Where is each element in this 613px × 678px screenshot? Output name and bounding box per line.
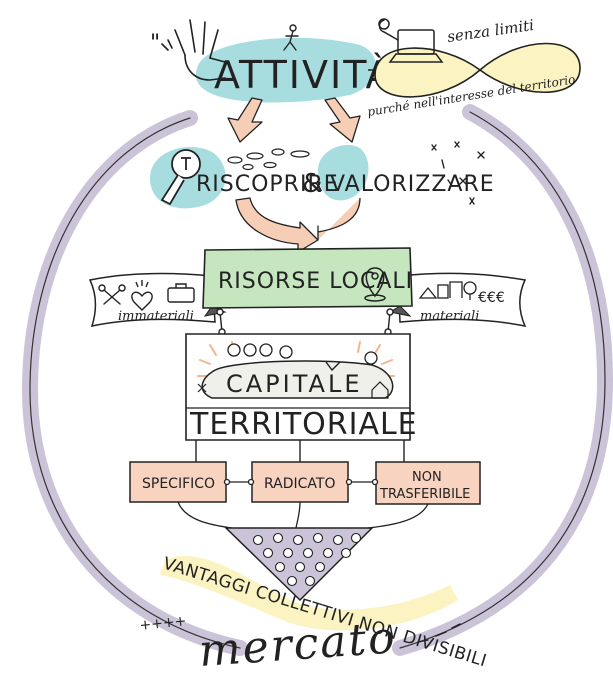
speech-dots: [227, 148, 310, 171]
tools-icon: [98, 284, 126, 305]
runner-icon: [283, 24, 299, 51]
heart-icon: [131, 280, 153, 311]
risorse-text: RISORSE LOCALI: [218, 269, 413, 294]
attribute-box-non-trasferibile: [375, 461, 481, 505]
infinity-text-top: senza limiti: [446, 16, 535, 46]
triangle-connectors: [177, 501, 429, 529]
attribute-links: [223, 478, 379, 486]
laptop-icon: [388, 29, 444, 63]
non-text: NON: [412, 470, 442, 485]
trasferibile-text: TRASFERIBILE: [379, 487, 470, 502]
capitale-box: [185, 333, 411, 441]
buildings-icon: [418, 281, 477, 300]
materiali-banner: [397, 272, 527, 328]
sparkle-icons: [431, 141, 485, 205]
collective-triangle: [224, 527, 374, 602]
location-pin-icon: [364, 267, 386, 302]
quote-mark: ": [150, 31, 160, 56]
banner-folds: [203, 305, 412, 317]
plus-marks: ++++: [139, 613, 187, 634]
outer-ring: [21, 104, 613, 656]
briefcase-icon: [167, 283, 195, 303]
wrench-icon: [378, 18, 399, 41]
immateriali-banner: [88, 272, 216, 327]
risorse-banner: [202, 247, 413, 309]
capitale-connectors: [195, 440, 405, 462]
discover-ampersand: &: [302, 169, 322, 199]
specifico-text: SPECIFICO: [142, 476, 215, 492]
euro-text: €€€: [478, 290, 505, 306]
radicato-text: RADICATO: [264, 476, 335, 492]
vantaggi-highlight: [160, 555, 458, 631]
valorizzare-highlight: [318, 144, 369, 201]
title-arrows: [227, 97, 361, 143]
mercato-dashes: [417, 623, 461, 643]
valorize-text: VALORIZZARE: [330, 172, 495, 197]
magnifier-icon: [160, 149, 201, 206]
territoriale-text: TERRITORIALE: [189, 407, 418, 442]
title-highlight: [195, 37, 377, 103]
waving-hand-icon: [161, 19, 226, 81]
attribute-box-specifico: [129, 461, 227, 503]
banner-connectors: [216, 308, 394, 336]
merge-arrow: [235, 197, 361, 253]
capitale-text: CAPITALE: [226, 370, 362, 398]
attribute-box-radicato: [251, 461, 349, 503]
materiali-label: materiali: [420, 309, 479, 324]
discover-text: RISCOPRIRE: [196, 172, 339, 197]
title-text: ATTIVITÀ: [214, 53, 393, 97]
immateriali-label: immateriali: [118, 309, 194, 324]
infinity-icon: [374, 42, 581, 98]
mercato-text: mercato: [197, 612, 398, 677]
